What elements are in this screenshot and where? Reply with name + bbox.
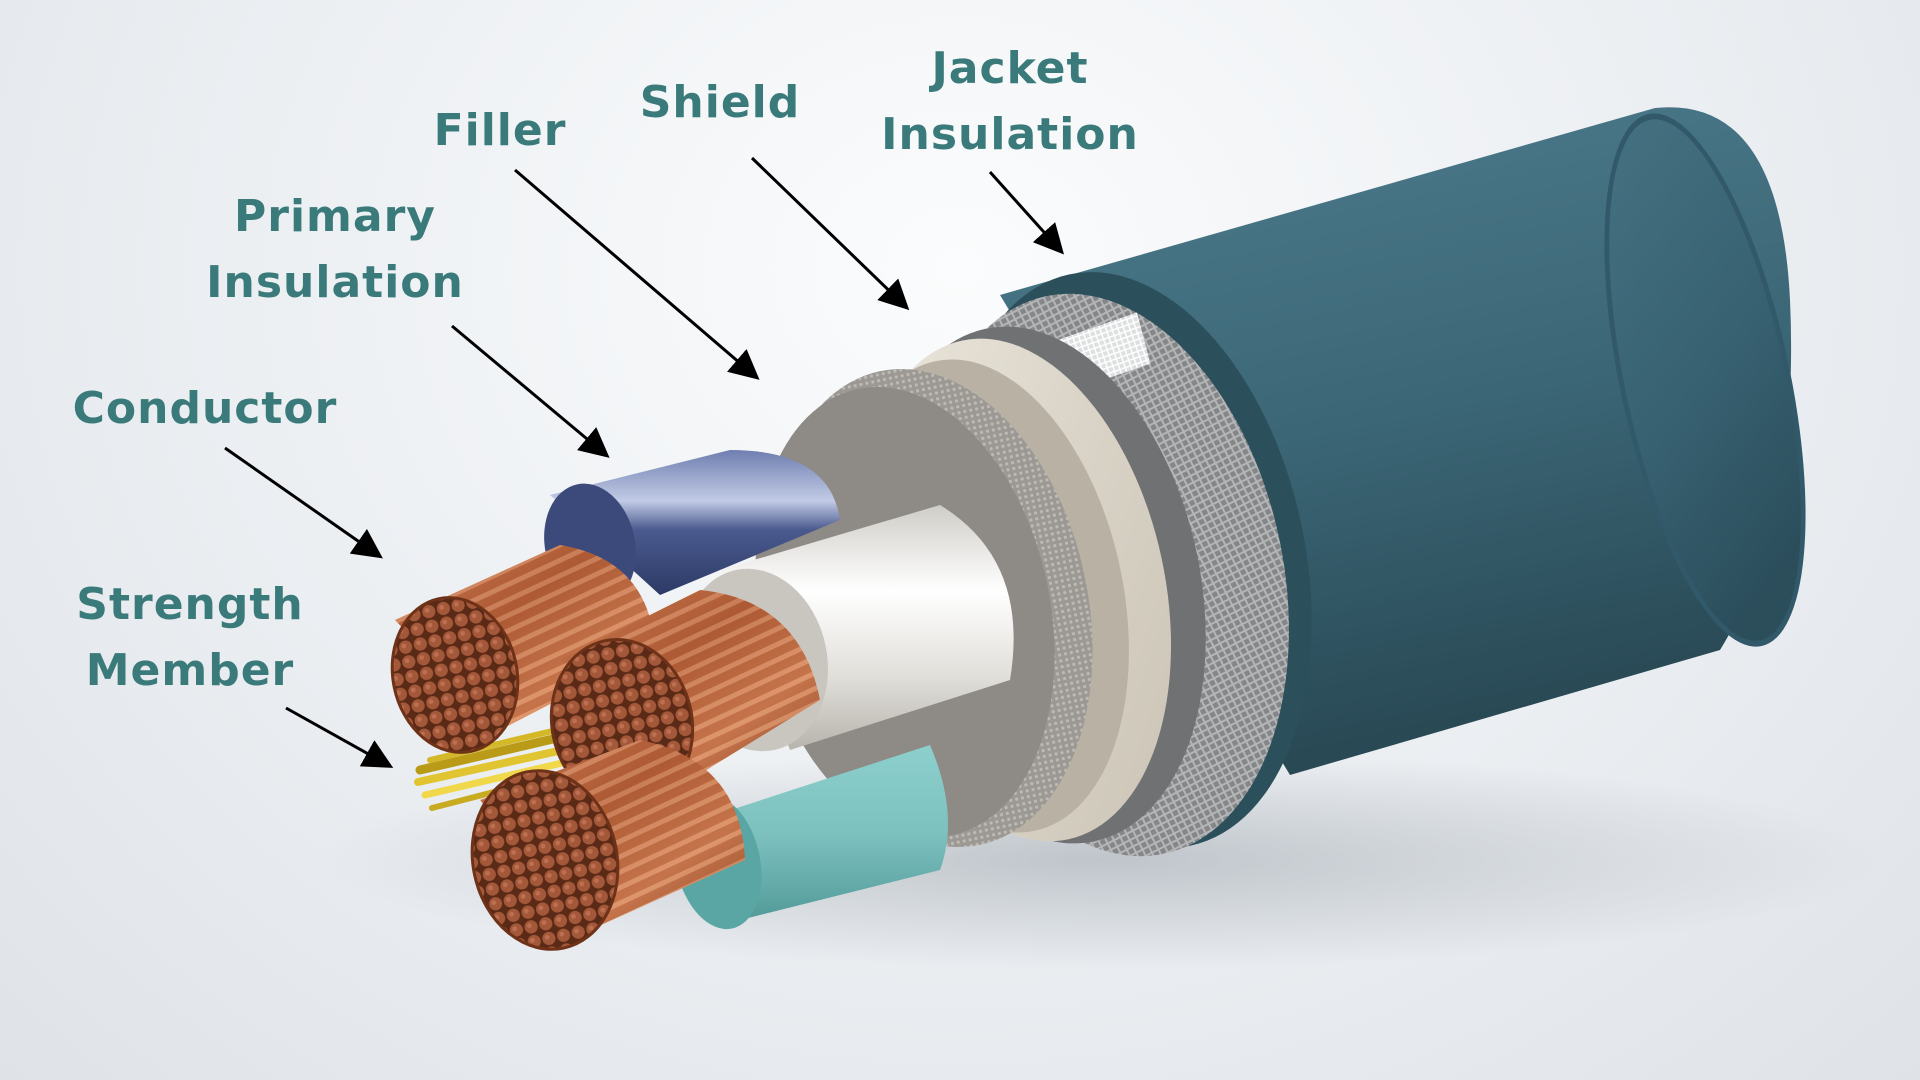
label-primary-insulation: Primary Insulation xyxy=(190,184,480,316)
label-filler-line1: Filler xyxy=(433,105,567,156)
arrow-primary-insulation xyxy=(451,324,610,458)
label-jacket-insulation: Jacket Insulation xyxy=(870,36,1150,168)
label-conductor-line1: Conductor xyxy=(72,383,338,434)
label-filler: Filler xyxy=(415,98,585,164)
arrow-jacket xyxy=(988,170,1065,255)
arrow-shield xyxy=(750,156,910,311)
conductor-bottom xyxy=(470,740,745,951)
label-jacket-line1: Jacket xyxy=(931,43,1089,94)
arrow-filler xyxy=(514,168,760,380)
label-shield: Shield xyxy=(620,70,820,136)
conductor-top-left xyxy=(390,545,655,754)
label-conductor: Conductor xyxy=(55,376,355,442)
label-strength-member: Strength Member xyxy=(60,572,320,704)
label-jacket-line2: Insulation xyxy=(881,109,1139,160)
label-primary-line1: Primary xyxy=(234,191,436,242)
arrow-strength-member xyxy=(285,706,394,768)
label-shield-line1: Shield xyxy=(639,77,801,128)
label-strength-line1: Strength xyxy=(76,579,304,630)
arrow-conductor xyxy=(224,446,383,559)
label-strength-line2: Member xyxy=(85,645,295,696)
label-primary-line2: Insulation xyxy=(206,257,464,308)
